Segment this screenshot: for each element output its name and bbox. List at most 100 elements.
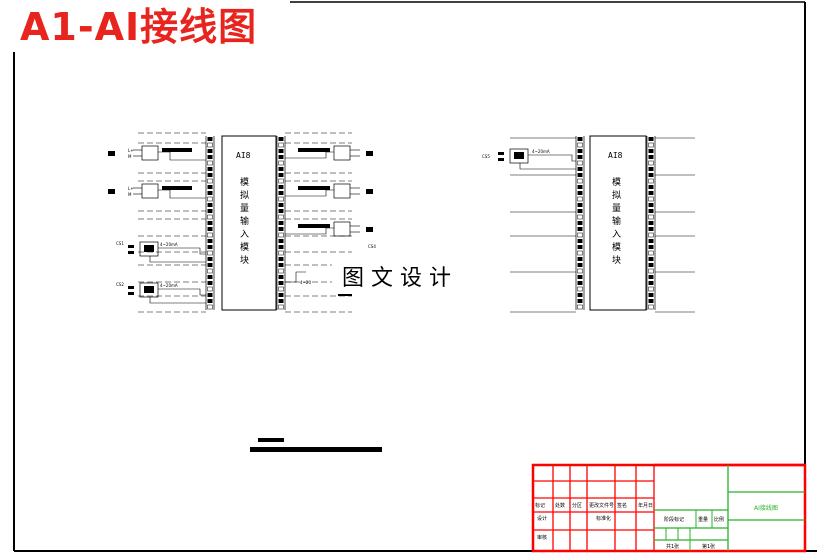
right-out-strip-terminal xyxy=(648,167,654,171)
right-input-lead-block xyxy=(498,158,504,161)
right-in-strip-terminal-open xyxy=(577,232,583,238)
right-out-strip-terminal-open xyxy=(648,196,654,202)
tb-sign-cell: 更改文件号 xyxy=(589,502,614,509)
tb-standardize-cell: 标准化 xyxy=(596,515,611,522)
tb-sign-cell: 分区 xyxy=(572,502,582,509)
left-in-strip-terminal xyxy=(207,191,213,195)
right-out-strip-terminal xyxy=(648,239,654,243)
right-input-lead-block xyxy=(498,152,504,155)
input-transmitter-box xyxy=(141,183,159,199)
left-out-strip-terminal xyxy=(278,155,284,159)
input-device-term-plus: L+ xyxy=(128,186,134,191)
output-lead-block xyxy=(366,189,373,194)
right-out-strip-terminal-open xyxy=(648,178,654,184)
left-in-strip-terminal-open xyxy=(207,196,213,202)
input-current-label: 4~20mA xyxy=(160,242,178,247)
left-desc-char: 入 xyxy=(240,229,249,240)
left-in-strip-terminal xyxy=(207,167,213,171)
output-lead-block xyxy=(366,227,373,232)
left-in-strip-terminal-open xyxy=(207,214,213,220)
input-wire-return xyxy=(149,256,206,263)
right-in-strip-terminal xyxy=(577,173,583,177)
right-in-strip-terminal xyxy=(577,191,583,195)
input-wire xyxy=(158,151,206,161)
right-desc-char: 拟 xyxy=(612,189,621,201)
left-out-strip-terminal-open xyxy=(278,196,284,202)
right-in-strip-terminal-open xyxy=(577,250,583,256)
input-transmitter-core xyxy=(144,245,154,252)
left-out-strip-terminal xyxy=(278,263,284,267)
input-current-label: 4~20mA xyxy=(160,283,178,288)
right-out-strip-terminal xyxy=(648,227,654,231)
left-in-strip-terminal-open xyxy=(207,232,213,238)
right-out-strip-terminal-open xyxy=(648,142,654,148)
right-out-strip-terminal xyxy=(648,263,654,267)
input-transmitter-box xyxy=(139,282,159,298)
right-desc-char: 块 xyxy=(612,254,621,266)
right-out-strip-terminal xyxy=(648,293,654,297)
left-in-strip-terminal xyxy=(207,245,213,249)
left-in-strip-terminal xyxy=(207,239,213,243)
scale-bar-short xyxy=(258,438,284,442)
right-out-strip-terminal xyxy=(648,137,654,141)
right-out-strip-terminal xyxy=(648,185,654,189)
output-lead-block xyxy=(366,151,373,156)
input-transmitter-box xyxy=(141,145,159,161)
tb-sign-cell: 处数 xyxy=(555,502,565,509)
output-signal-bar xyxy=(298,148,330,152)
input-device-lead-block xyxy=(108,189,115,194)
left-bus-lines xyxy=(138,132,352,313)
input-device-term-minus: M xyxy=(128,192,132,197)
right-in-strip-terminal xyxy=(577,239,583,243)
left-out-strip-terminal xyxy=(278,185,284,189)
left-in-strip-terminal-open xyxy=(207,286,213,292)
output-signal-bar xyxy=(298,186,330,190)
right-in-strip-terminal xyxy=(577,257,583,261)
left-in-strip-terminal xyxy=(207,155,213,159)
title-block: 标记处数分区更改文件号签名年月日设计标准化审核阶段标记重量比例共1张第1张AI接… xyxy=(531,463,807,553)
right-in-strip-terminal xyxy=(577,221,583,225)
right-in-strip-terminal xyxy=(577,263,583,267)
input-device-lead-block xyxy=(108,151,115,156)
right-out-strip-terminal-open xyxy=(648,250,654,256)
right-out-strip-terminal xyxy=(648,149,654,153)
left-out-strip-terminal xyxy=(278,137,284,141)
left-out-strip-terminal-open xyxy=(278,160,284,166)
left-module-input-terminals xyxy=(205,136,215,310)
tb-drawing-name: AI接线图 xyxy=(754,504,778,512)
left-in-strip-terminal xyxy=(207,185,213,189)
tb-ratio-label: 比例 xyxy=(714,516,724,523)
left-out-strip-terminal-open xyxy=(278,304,284,310)
output-wire xyxy=(285,189,334,197)
left-out-strip-terminal-open xyxy=(278,142,284,148)
right-in-strip-terminal xyxy=(577,203,583,207)
input-transmitter-box xyxy=(139,241,159,257)
left-out-strip-terminal-open xyxy=(278,268,284,274)
left-in-strip-terminal xyxy=(207,275,213,279)
left-out-strip-terminal-open xyxy=(278,250,284,256)
right-desc-char: 入 xyxy=(612,229,621,240)
right-in-strip-terminal xyxy=(577,209,583,213)
right-out-strip-terminal xyxy=(648,299,654,303)
right-in-strip-terminal-open xyxy=(577,286,583,292)
right-desc-char: 量 xyxy=(612,203,621,214)
right-out-strip-terminal xyxy=(648,209,654,213)
right-out-strip-terminal xyxy=(648,245,654,249)
left-out-strip-terminal xyxy=(278,191,284,195)
right-in-strip-terminal-open xyxy=(577,214,583,220)
input-device-tag: CS2 xyxy=(116,282,124,287)
input-device-term-plus: L+ xyxy=(128,148,134,153)
right-out-strip-terminal-open xyxy=(648,304,654,310)
watermark-text: 图 文 设 计 xyxy=(342,266,451,291)
left-in-strip-terminal xyxy=(207,257,213,261)
input-device-lead-block xyxy=(128,251,134,254)
right-in-strip-terminal xyxy=(577,281,583,285)
right-in-strip-terminal-open xyxy=(577,160,583,166)
output-signal-bar xyxy=(298,224,330,228)
left-out-strip-terminal xyxy=(278,173,284,177)
left-out-strip-terminal xyxy=(278,299,284,303)
